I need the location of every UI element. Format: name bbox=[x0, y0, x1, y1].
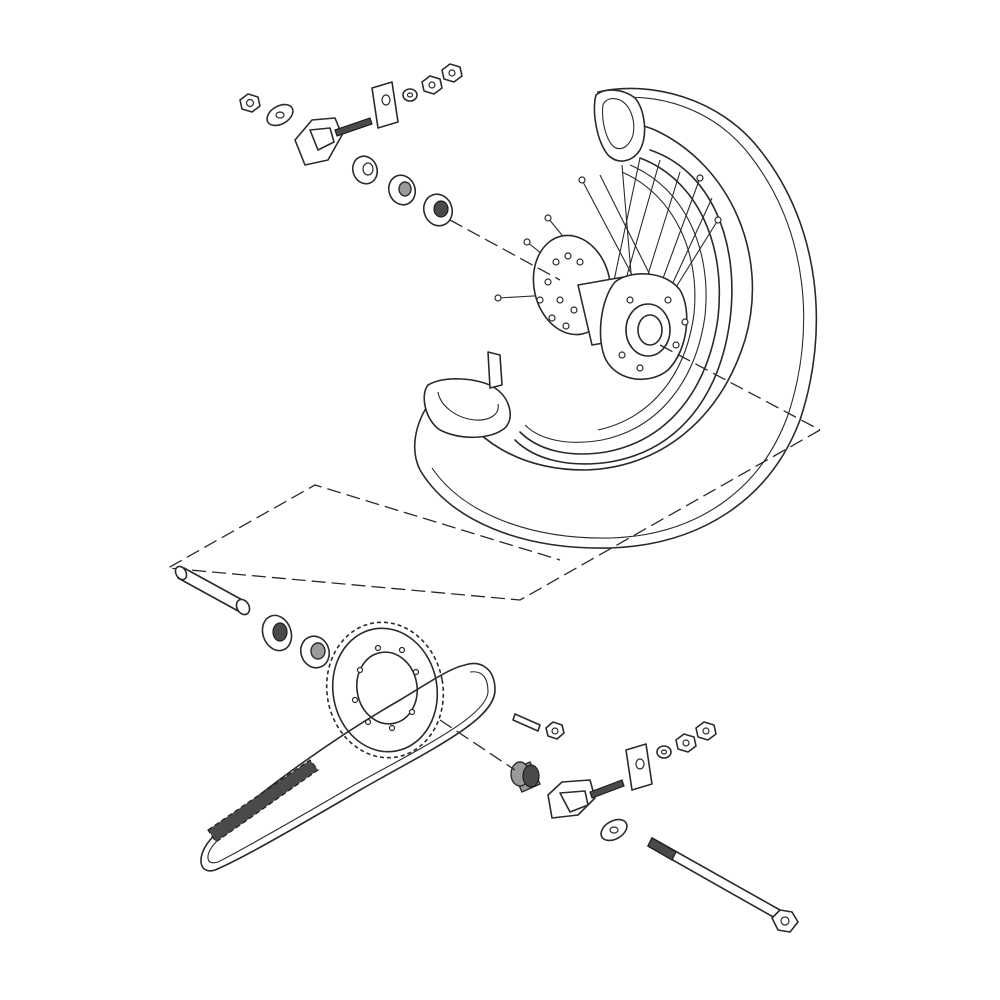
adjuster-bolt-lower bbox=[589, 779, 625, 799]
spacer-upper bbox=[351, 155, 379, 185]
tire bbox=[413, 87, 818, 549]
chain bbox=[200, 662, 496, 872]
oil-seal-lower bbox=[299, 635, 331, 669]
rear-wheel bbox=[413, 87, 818, 549]
nut-lower-2 bbox=[695, 721, 717, 741]
adjuster-plate-lower bbox=[625, 743, 653, 791]
bearing-lower bbox=[261, 614, 293, 652]
lower-sprocket-stack bbox=[174, 565, 799, 933]
axle-sleeve bbox=[174, 565, 251, 616]
assembly-guide-lines bbox=[165, 429, 821, 601]
upper-axle-stack bbox=[239, 63, 821, 431]
nut-upper-1 bbox=[421, 75, 443, 95]
nut-lower-1 bbox=[675, 733, 697, 753]
nut-upper-left bbox=[239, 93, 261, 113]
chain-adjuster-upper bbox=[294, 117, 343, 166]
rear-axle bbox=[647, 837, 799, 933]
oil-seal-upper bbox=[387, 174, 417, 206]
nut-upper-2 bbox=[441, 63, 463, 83]
hub bbox=[577, 273, 689, 381]
flange-nut bbox=[545, 721, 565, 740]
rear-sprocket bbox=[325, 621, 445, 759]
chain-adjuster-lower bbox=[547, 779, 596, 819]
adjuster-bolt-upper bbox=[334, 117, 373, 137]
sprocket-stud bbox=[512, 713, 541, 732]
adjuster-plate-upper bbox=[371, 81, 399, 129]
lock-washer-lower bbox=[656, 745, 672, 759]
flat-washer-lower bbox=[600, 818, 628, 842]
lock-washer-upper bbox=[402, 88, 418, 102]
rim bbox=[514, 149, 733, 465]
flat-washer-upper bbox=[266, 103, 294, 127]
sprocket-spacer bbox=[510, 761, 541, 793]
bearing-upper bbox=[422, 193, 454, 227]
